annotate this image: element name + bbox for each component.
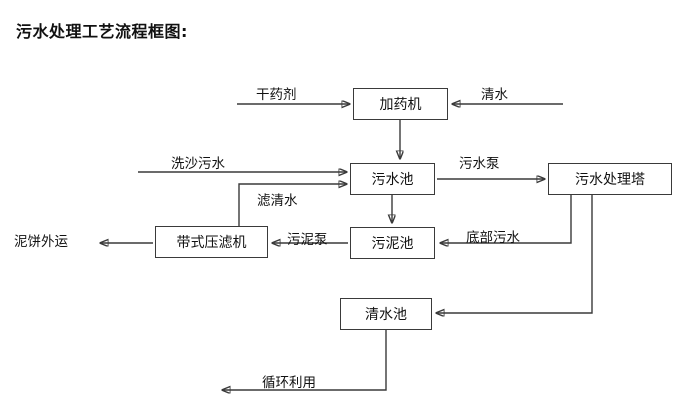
terminal-label-mud-cake-export: 泥饼外运: [14, 234, 68, 250]
edge-label-recycle-reuse: 循环利用: [262, 375, 316, 391]
node-label: 污水池: [371, 172, 414, 188]
node-label: 污水处理塔: [575, 172, 645, 188]
node-clear-water-pool[interactable]: 清水池: [340, 298, 432, 330]
node-label: 加药机: [379, 97, 422, 113]
node-label: 污泥池: [371, 236, 414, 252]
edge-label-clean-water: 清水: [481, 87, 508, 103]
edge-label-bottom-wastewater: 底部污水: [466, 230, 520, 246]
edge-treatment-tower-to-clear-water-pool: [436, 195, 593, 313]
node-treatment-tower[interactable]: 污水处理塔: [548, 163, 672, 195]
edge-label-dry-chemical: 干药剂: [256, 87, 297, 103]
edge-label-wastewater-pump: 污水泵: [459, 156, 500, 172]
edge-label-sand-wash-water: 洗沙污水: [171, 156, 225, 172]
page-title: 污水处理工艺流程框图:: [16, 22, 188, 41]
edge-label-filtrate-water: 滤清水: [257, 193, 298, 209]
node-dosing-machine[interactable]: 加药机: [353, 88, 448, 120]
node-label: 清水池: [365, 307, 407, 323]
node-sludge-pool[interactable]: 污泥池: [350, 227, 435, 259]
node-wastewater-pool[interactable]: 污水池: [350, 163, 435, 195]
edge-label-sludge-pump: 污泥泵: [287, 232, 328, 248]
node-label: 带式压滤机: [176, 235, 247, 251]
node-belt-press[interactable]: 带式压滤机: [155, 226, 268, 258]
